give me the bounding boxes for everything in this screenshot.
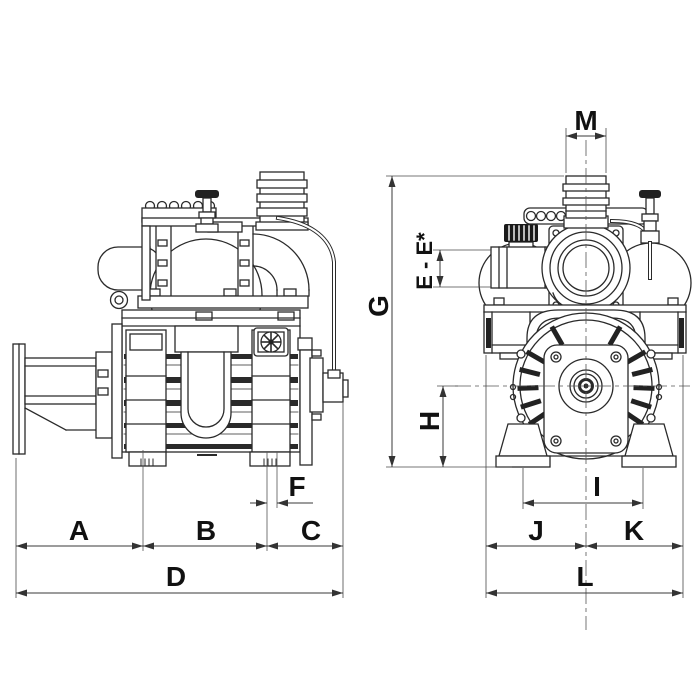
dim-label-j: J bbox=[528, 515, 544, 546]
dim-label-b: B bbox=[196, 515, 216, 546]
mounting-foot-left-side bbox=[125, 329, 167, 467]
casing-bolts bbox=[509, 349, 663, 423]
dome-base-flange bbox=[137, 288, 309, 309]
dim-label-i: I bbox=[593, 471, 601, 502]
dim-label-a: A bbox=[69, 515, 89, 546]
gearbox bbox=[95, 323, 123, 459]
fan-icon bbox=[253, 327, 289, 357]
front-view bbox=[478, 175, 692, 468]
end-plate-hub bbox=[297, 337, 349, 466]
dim-label-l: L bbox=[576, 561, 593, 592]
centerlines bbox=[142, 140, 690, 630]
dim-label-d: D bbox=[166, 561, 186, 592]
drain-tube bbox=[275, 215, 341, 379]
arrowheads bbox=[16, 132, 683, 597]
dim-label-h: H bbox=[414, 411, 445, 431]
exhaust-stack-side bbox=[255, 171, 309, 231]
dim-label-c: C bbox=[301, 515, 321, 546]
pto-flange bbox=[12, 343, 113, 455]
foot-left-front bbox=[495, 423, 551, 468]
relief-valve bbox=[195, 190, 219, 233]
vacuum-valve bbox=[609, 190, 661, 280]
dim-label-g: G bbox=[363, 295, 394, 317]
sight-channel bbox=[174, 325, 239, 439]
dim-label-f: F bbox=[288, 471, 305, 502]
dimension-lines bbox=[15, 128, 684, 598]
discharge-elbow bbox=[252, 233, 310, 297]
dimension-labels: A B C D F M G E - E* H I J K L bbox=[69, 105, 644, 592]
dim-label-m: M bbox=[574, 105, 597, 136]
dim-label-e: E - E* bbox=[412, 232, 437, 290]
dim-label-k: K bbox=[624, 515, 644, 546]
side-view bbox=[12, 171, 349, 467]
casing-fins bbox=[517, 325, 655, 427]
foot-right-front bbox=[621, 423, 677, 468]
